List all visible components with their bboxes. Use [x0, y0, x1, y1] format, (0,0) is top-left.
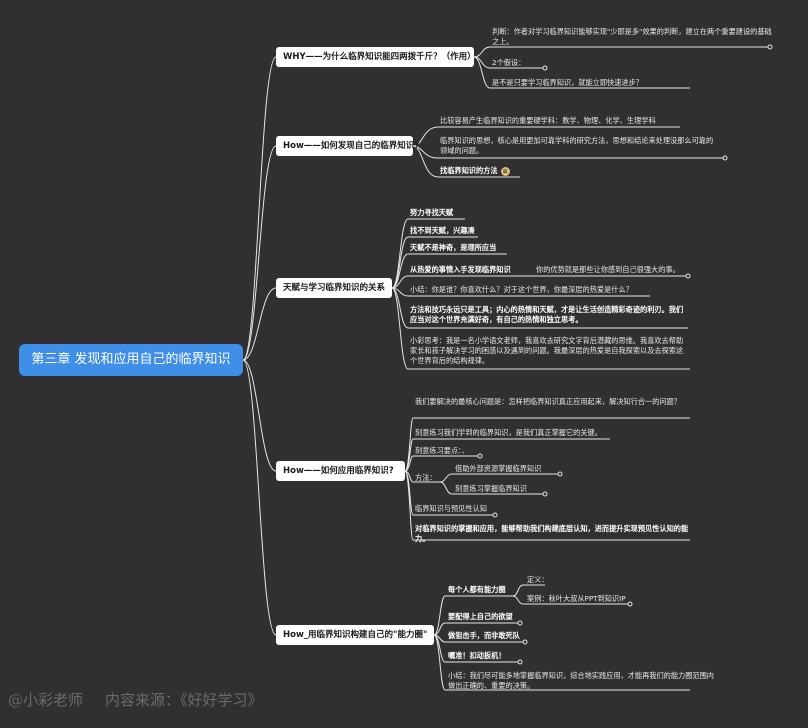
leaf-everyone-circle[interactable]: 每个人都有能力圈	[448, 585, 506, 594]
collapse-dot	[542, 491, 548, 497]
collapse-dot	[685, 273, 691, 279]
leaf-hard-subjects[interactable]: 比较容易产生临界知识的重要硬学科：数学、物理、化学、生理学科	[440, 116, 656, 125]
leaf-no-talent[interactable]: 找不到天赋，兴趣凑	[410, 226, 475, 235]
note-icon[interactable]: ≡	[500, 166, 510, 176]
link-root-b1	[242, 56, 277, 361]
leaf-judgement[interactable]: 判断：作者对学习临界知识能够实现"少即是多"效果的判断，建立在两个重要建设的基础…	[492, 27, 772, 46]
leaf-start-from-love[interactable]: 从热爱的事情入手发现临界知识	[410, 265, 511, 274]
collapse-dot	[627, 601, 633, 607]
collapse-dot	[722, 155, 728, 161]
leaf-case-qiuye[interactable]: 案例：秋叶大叔从PPT到知识IP	[527, 594, 626, 603]
collapse-dot	[557, 471, 563, 477]
collapse-dot	[492, 512, 498, 518]
leaf-xiaocai-thinking[interactable]: 小彩思考：我是一名小学语文老师，我喜欢去研究文字背后潜藏的思维。我喜欢去帮助家长…	[410, 336, 684, 365]
collapse-dot	[517, 620, 523, 626]
root-topic[interactable]: 第三章 发现和应用自己的临界知识	[19, 344, 243, 376]
leaf-summary-who[interactable]: 小结：你是谁？你喜欢什么？对于这个世界，你最深层的热爱是什么？	[410, 285, 633, 294]
leaf-external-resources[interactable]: 借助外部资源掌握临界知识	[455, 464, 542, 473]
collapse-dot	[517, 659, 523, 665]
leaf-definition[interactable]: 定义：	[527, 575, 549, 584]
leaf-seek-talent[interactable]: 努力寻找天赋	[410, 208, 454, 217]
leaf-practice-master[interactable]: 刻意练习掌握临界知识	[455, 484, 527, 493]
leaf-deliberate-practice[interactable]: 刻意练习我们学到的临界知识，是我们真正掌握它的关键。	[415, 428, 602, 437]
branch-why[interactable]: WHY——为什么临界知识能四两拨千斤？（作用）	[276, 47, 476, 67]
link-root-b5	[242, 359, 277, 636]
leaf-fast-progress[interactable]: 是不是只要学习临界知识，就能立即快速进步？	[492, 78, 643, 87]
collapse-dot	[542, 65, 548, 71]
link-root-b2	[242, 145, 277, 361]
leaf-your-strength[interactable]: 你的优势就是那些让你感到自己很强大的事。	[536, 265, 680, 274]
branch-talent[interactable]: 天赋与学习临界知识的关系	[276, 278, 392, 298]
collapse-dot	[477, 453, 483, 459]
leaf-summary-decisions[interactable]: 小结：我们尽可能多地掌握临界知识，综合地实践应用，才能再我们的能力圈范围内做出正…	[448, 671, 714, 690]
leaf-talent-natural[interactable]: 天赋不是神奇，是理所应当	[410, 243, 497, 252]
leaf-core-question[interactable]: 我们要解决的最核心问题是：怎样把临界知识真正应用起来，解决知行合一的问题？	[415, 397, 681, 406]
leaf-find-method[interactable]: 找临界知识的方法≡	[440, 166, 510, 176]
leaf-core-idea[interactable]: 临界知识的思想，核心是用更加可靠学科的研究方法，思想和结论来处理没那么可靠的领域…	[440, 136, 714, 155]
leaf-two-hypotheses[interactable]: 2个假设：	[492, 58, 526, 67]
leaf-find-method-label: 找临界知识的方法	[440, 166, 498, 175]
leaf-pull-trigger[interactable]: 嘱准！扣动扳机！	[448, 651, 506, 660]
link-root-b3	[242, 287, 277, 361]
leaf-method-tool[interactable]: 方法和技巧永远只是工具；内心的热情和天赋，才是让生活创造精彩奇迹的利刃。我们应当…	[410, 305, 684, 324]
leaf-practice-points[interactable]: 刻意练习要点：、	[415, 446, 469, 455]
leaf-sniper[interactable]: 做狙击手，而非敢死队	[448, 631, 520, 640]
branch-how-apply[interactable]: How——如何应用临界知识?	[276, 461, 405, 481]
watermark: @小彩老师 内容来源：《好好学习》	[8, 689, 285, 710]
collapse-dot	[522, 639, 528, 645]
branch-how-discover[interactable]: How——如何发现自己的临界知识?	[276, 136, 419, 156]
watermark-source: 内容来源：《好好学习》	[105, 691, 263, 709]
leaf-method[interactable]: 方法：	[415, 473, 437, 482]
watermark-author: @小彩老师	[8, 691, 84, 709]
branch-ability-circle[interactable]: How_用临界知识构建自己的"能力圈"	[276, 625, 434, 645]
leaf-build-cognition[interactable]: 对临界知识的掌握和应用，能够帮助我们构建底层认知，进而提升实现预见性认知的能力。	[415, 524, 689, 543]
leaf-deserve-desire[interactable]: 要配得上自己的欲望	[448, 612, 513, 621]
link-root-b4	[242, 359, 277, 472]
collapse-dot	[767, 44, 773, 50]
leaf-predictive-cognition[interactable]: 临界知识与预见性认知	[415, 504, 487, 513]
